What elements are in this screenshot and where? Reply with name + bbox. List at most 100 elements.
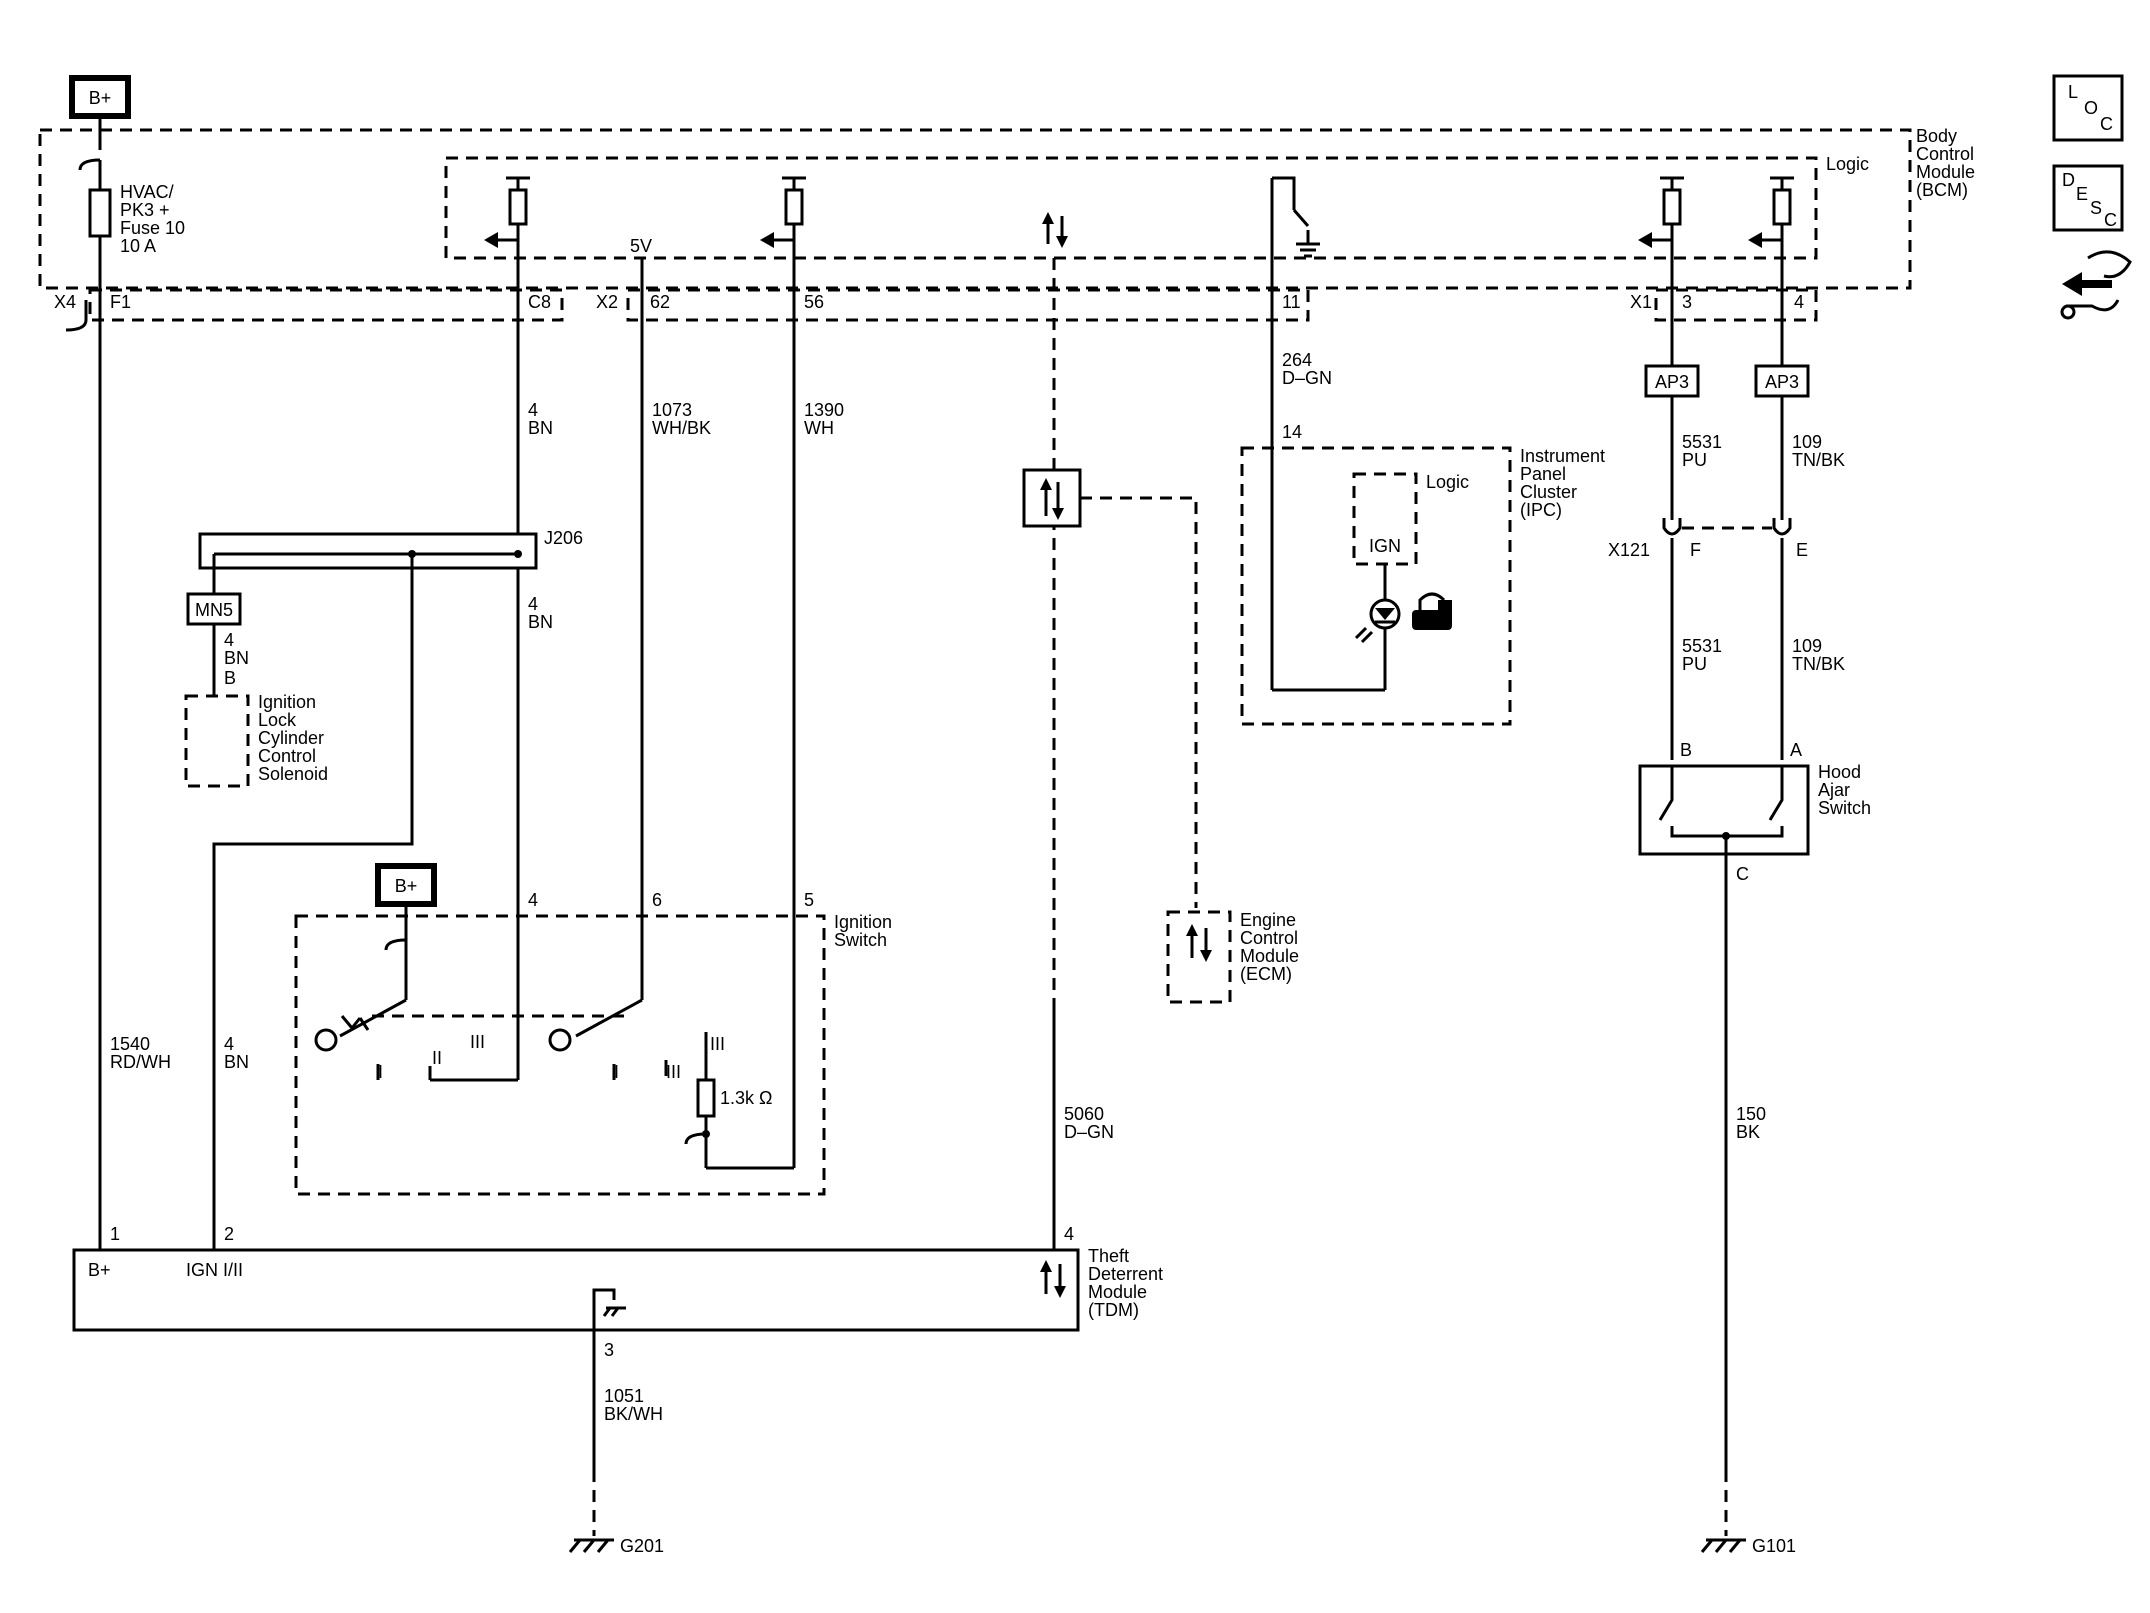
svg-text:RD/WH: RD/WH — [110, 1052, 171, 1072]
svg-text:Cylinder: Cylinder — [258, 728, 324, 748]
svg-text:BN: BN — [528, 612, 553, 632]
wire-4bn-c-label: 4BN — [224, 630, 249, 668]
tdm-box — [72, 1248, 1080, 1332]
wire-4bn-a-label: 4BN — [528, 400, 553, 438]
svg-text:109: 109 — [1792, 636, 1822, 656]
svg-text:1390: 1390 — [804, 400, 844, 420]
svg-text:BN: BN — [224, 1052, 249, 1072]
solenoid-box — [184, 694, 250, 788]
bcm-logic-label: Logic — [1826, 154, 1869, 174]
ground-g101-label: G101 — [1752, 1536, 1796, 1556]
pin-c8-label: C8 — [528, 292, 551, 312]
bcm-logic-box — [444, 156, 1818, 260]
svg-text:Solenoid: Solenoid — [258, 764, 328, 784]
svg-text:Engine: Engine — [1240, 910, 1296, 930]
wire-4bn-b-label: 4BN — [528, 594, 553, 632]
svg-text:O: O — [2084, 98, 2098, 118]
svg-text:Body: Body — [1916, 126, 1957, 146]
bcm-label: Body Control Module (BCM) — [1916, 126, 1975, 200]
svg-text:TN/BK: TN/BK — [1792, 450, 1845, 470]
desc-icon[interactable]: D E S C — [2052, 164, 2124, 232]
svg-text:BK: BK — [1736, 1122, 1760, 1142]
bplus-switch-block: B+ — [375, 863, 437, 907]
ign-pos-i-a: I — [378, 1062, 383, 1082]
tdm-ign-label: IGN I/II — [186, 1260, 243, 1280]
ecm-box — [1166, 910, 1232, 1004]
svg-text:Switch: Switch — [834, 930, 887, 950]
loc-icon[interactable]: L O C — [2052, 74, 2124, 142]
svg-text:D–GN: D–GN — [1064, 1122, 1114, 1142]
svg-text:4: 4 — [224, 1034, 234, 1054]
connector-x2 — [626, 288, 1310, 322]
svg-text:Hood: Hood — [1818, 762, 1861, 782]
svg-text:BN: BN — [528, 418, 553, 438]
serial-data-splice — [1022, 468, 1198, 908]
svg-text:Ignition: Ignition — [258, 692, 316, 712]
pin-56-label: 56 — [804, 292, 824, 312]
ign-pin-5: 5 — [804, 890, 814, 910]
svg-text:Module: Module — [1240, 946, 1299, 966]
tdm-label: Theft Deterrent Module (TDM) — [1088, 1246, 1163, 1320]
ign-pos-iii-b: III — [666, 1062, 681, 1082]
svg-text:Lock: Lock — [258, 710, 297, 730]
ignition-switch-contacts — [314, 904, 794, 1170]
svg-text:D–GN: D–GN — [1282, 368, 1332, 388]
svg-text:4: 4 — [528, 594, 538, 614]
svg-text:(BCM): (BCM) — [1916, 180, 1968, 200]
ground-g201-label: G201 — [620, 1536, 664, 1556]
ign-pos-iii-a: III — [470, 1032, 485, 1052]
bcm-pullup-3 — [1638, 176, 1684, 366]
svg-text:150: 150 — [1736, 1104, 1766, 1124]
tdm-serial-data-icon — [1040, 1260, 1066, 1298]
connector-x2-label: X2 — [596, 292, 618, 312]
hood-pin-c: C — [1736, 864, 1749, 884]
ipc-pin-14: 14 — [1282, 422, 1302, 442]
svg-text:C: C — [2100, 114, 2113, 134]
bcm-pullup-56 — [760, 176, 806, 1168]
svg-text:(ECM): (ECM) — [1240, 964, 1292, 984]
svg-text:Control: Control — [258, 746, 316, 766]
svg-text:BN: BN — [224, 648, 249, 668]
svg-text:Panel: Panel — [1520, 464, 1566, 484]
bcm-5v-label: 5V — [630, 236, 652, 256]
svg-text:Instrument: Instrument — [1520, 446, 1605, 466]
svg-text:PU: PU — [1682, 654, 1707, 674]
svg-text:Switch: Switch — [1818, 798, 1871, 818]
splice-j206 — [198, 532, 538, 1250]
svg-text:L: L — [2068, 82, 2078, 102]
resistor-label: 1.3k Ω — [720, 1088, 772, 1108]
x4-ground-hook — [65, 300, 88, 332]
ign-pin-6: 6 — [652, 890, 662, 910]
ignition-switch-label: Ignition Switch — [834, 912, 892, 950]
svg-text:D: D — [2062, 170, 2075, 190]
svg-text:WH: WH — [804, 418, 834, 438]
tdm-pin-2: 2 — [224, 1224, 234, 1244]
svg-text:10 A: 10 A — [120, 236, 156, 256]
troubleshoot-icon[interactable] — [2060, 250, 2132, 320]
svg-text:Fuse 10: Fuse 10 — [120, 218, 185, 238]
svg-text:1540: 1540 — [110, 1034, 150, 1054]
hood-pin-b: B — [1680, 740, 1692, 760]
pin-3-label: 3 — [1682, 292, 1692, 312]
ign-pos-iii-c: III — [710, 1034, 725, 1054]
svg-text:Ignition: Ignition — [834, 912, 892, 932]
splice-j206-label: J206 — [544, 528, 583, 548]
svg-text:Module: Module — [1916, 162, 1975, 182]
pin-f1-label: F1 — [110, 292, 131, 312]
svg-text:Deterrent: Deterrent — [1088, 1264, 1163, 1284]
wire-4bn-d-label: 4BN — [224, 1034, 249, 1072]
connector-x1-label: X1 — [1630, 292, 1652, 312]
bcm-serial-data-icon — [1042, 212, 1068, 1010]
pin-62-label: 62 — [650, 292, 670, 312]
svg-text:WH/BK: WH/BK — [652, 418, 711, 438]
hood-ajar-switch — [1638, 764, 1810, 1536]
svg-text:264: 264 — [1282, 350, 1312, 370]
